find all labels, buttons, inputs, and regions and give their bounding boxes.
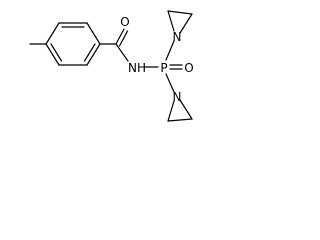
bond-ring-1 <box>45 22 60 45</box>
structure-diagram: O NH P O N N <box>29 10 194 122</box>
aziridine-nitrogen-top-label: N <box>173 30 182 44</box>
bond-azir-top-1 <box>167 10 175 32</box>
aziridine-nitrogen-bottom-label: N <box>173 90 182 104</box>
bond-azir-top-3 <box>179 13 193 34</box>
bond-ring-3 <box>86 22 101 45</box>
bond-ring-6 <box>45 43 60 66</box>
bond-ring-inner-3 <box>50 43 63 62</box>
bond-azir-bot-1 <box>167 100 175 122</box>
bond-ring-4 <box>86 43 101 66</box>
phosphorus-label: P <box>160 61 167 75</box>
bond-carbonyl-1 <box>115 28 125 45</box>
atom-labels: O NH P O N N <box>120 15 193 104</box>
bond-ring-inner-2 <box>83 43 96 62</box>
bond-p-n-bottom <box>165 73 175 93</box>
amide-nh-label: NH <box>128 61 146 75</box>
bond-azir-bot-3 <box>179 99 193 120</box>
bond-c-n <box>115 43 129 62</box>
bonds <box>29 10 193 122</box>
carbonyl-oxygen-label: O <box>120 15 129 29</box>
phosphoryl-oxygen-label: O <box>184 61 193 75</box>
bond-p-n-top <box>165 40 175 61</box>
bond-carbonyl-2 <box>118 30 129 47</box>
bond-azir-bot-2 <box>167 118 193 122</box>
bond-azir-top-2 <box>167 10 193 15</box>
